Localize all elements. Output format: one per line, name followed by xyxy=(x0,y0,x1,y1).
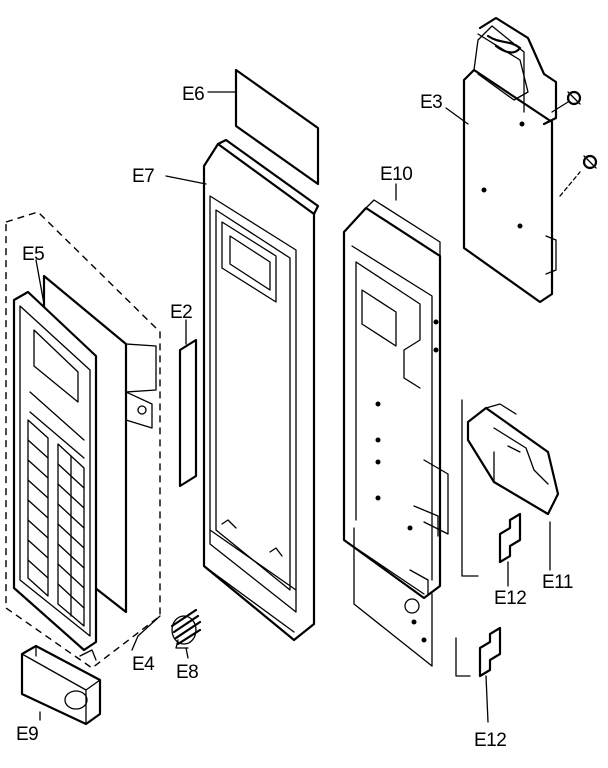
label-e3: E3 xyxy=(420,92,442,113)
e5-control-panel xyxy=(12,290,98,652)
e11-lever xyxy=(466,403,560,516)
keypad-left-column xyxy=(27,419,49,597)
leader-lines xyxy=(35,91,551,723)
keypad-right-column xyxy=(57,443,85,627)
e3-switch-plate xyxy=(462,16,558,304)
e12-clip-lower xyxy=(478,626,502,678)
e12-clip-upper xyxy=(498,512,522,564)
label-e11: E11 xyxy=(542,572,573,593)
label-e12-upper: E12 xyxy=(494,588,526,609)
label-e10: E10 xyxy=(380,164,412,185)
label-e7: E7 xyxy=(132,166,154,187)
e10-lower-plate xyxy=(353,527,433,667)
label-e4: E4 xyxy=(132,654,155,675)
e12-dashed-guide xyxy=(455,637,471,677)
e6-film xyxy=(234,68,320,186)
screw-lower xyxy=(559,154,598,197)
label-e8: E8 xyxy=(176,662,198,683)
label-e5: E5 xyxy=(22,244,44,265)
e8-spring xyxy=(170,608,202,649)
label-e9: E9 xyxy=(16,724,38,745)
label-e6: E6 xyxy=(182,84,204,105)
e7-door-frame xyxy=(202,138,320,642)
e10-latch-frame xyxy=(342,199,449,600)
screw-upper xyxy=(551,90,582,113)
e2-strip xyxy=(178,338,198,488)
e11-dashed-guide xyxy=(461,399,479,577)
label-e12-lower: E12 xyxy=(474,730,506,751)
label-e2: E2 xyxy=(170,302,192,323)
part-labels: E6 E7 E5 E2 E3 E10 E4 E8 E9 E11 E12 E12 xyxy=(16,84,573,751)
e9-button-part xyxy=(20,644,102,726)
